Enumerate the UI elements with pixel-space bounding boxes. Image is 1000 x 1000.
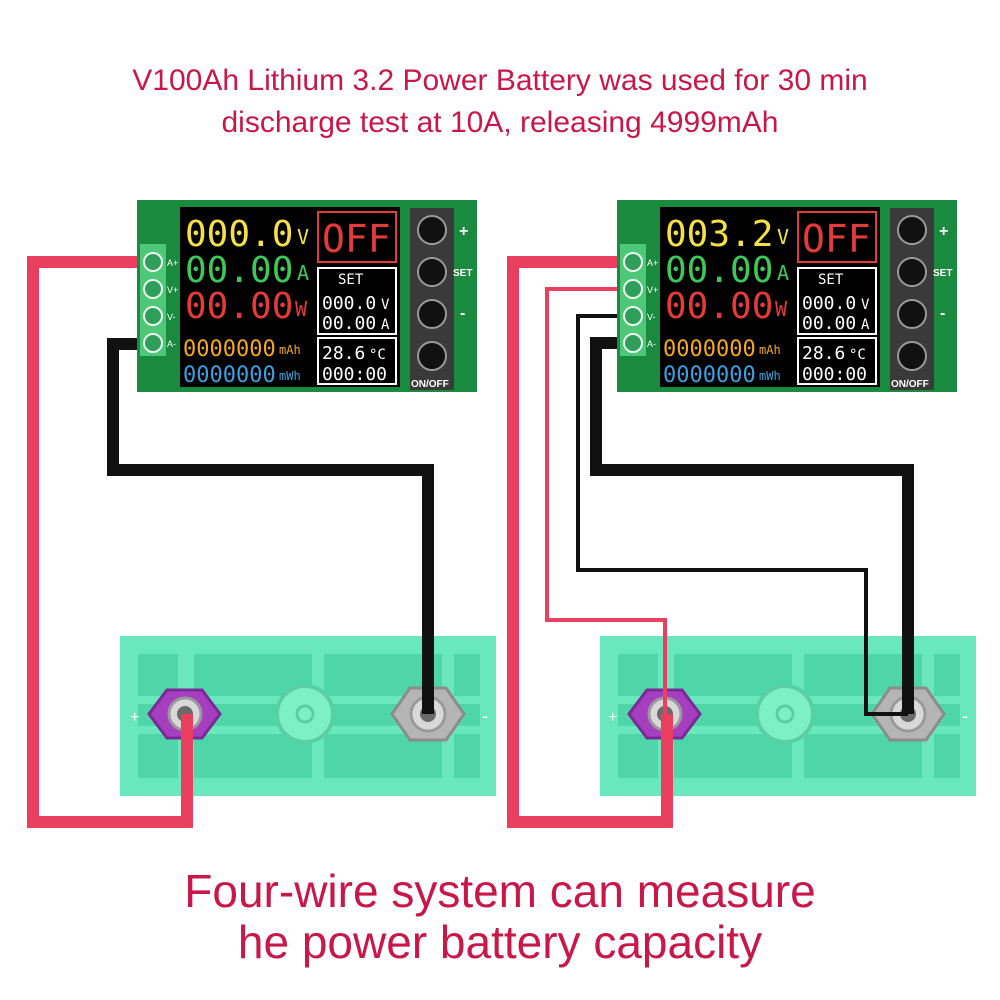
battery-negative-sign: - — [962, 706, 968, 726]
minus-button-label: - — [940, 305, 945, 322]
power-unit: W — [295, 297, 308, 321]
voltage-readout: 000.0 — [185, 214, 293, 255]
current-readout: 00.00 — [185, 250, 293, 291]
caption-line-2: he power battery capacity — [237, 916, 763, 968]
current-readout: 00.00 — [665, 250, 773, 291]
temperature-readout: 28.6 — [802, 343, 845, 364]
voltage-unit: V — [297, 225, 309, 249]
voltage-readout: 003.2 — [665, 214, 773, 255]
minus-button-label: - — [460, 305, 465, 322]
minus-button[interactable] — [897, 299, 927, 329]
timer-readout: 000:00 — [802, 364, 867, 385]
on-off-button-label: ON/OFF — [891, 379, 929, 390]
battery-negative-sign: - — [482, 706, 488, 726]
meter-display — [180, 207, 400, 387]
right-setup: + - A+ V+ V- A- 003.2 V — [507, 200, 976, 828]
temperature-unit: °C — [369, 347, 386, 363]
current-unit: A — [297, 261, 309, 285]
on-off-button-label: ON/OFF — [411, 379, 449, 390]
power-readout: 00.00 — [665, 286, 773, 327]
temperature-unit: °C — [849, 347, 866, 363]
capacity-unit: mAh — [279, 343, 301, 357]
wire-positive-left — [27, 256, 193, 828]
plus-button[interactable] — [417, 215, 447, 245]
capacity-readout: 0000000 — [183, 337, 276, 362]
set-voltage-unit: V — [861, 297, 870, 313]
set-button[interactable] — [417, 257, 447, 287]
plus-button-label: + — [939, 223, 948, 240]
temperature-readout: 28.6 — [322, 343, 365, 364]
terminal-label-v-minus: V- — [167, 312, 176, 322]
terminal-label-a-plus: A+ — [167, 258, 178, 268]
headline-line-1: V100Ah Lithium 3.2 Power Battery was use… — [132, 64, 868, 97]
wire-positive-current-right — [507, 256, 673, 828]
wire-negative-sense-right — [576, 314, 908, 716]
output-status: OFF — [322, 217, 391, 261]
caption-line-1: Four-wire system can measure — [184, 865, 816, 917]
set-voltage: 000.0 — [802, 293, 856, 314]
headline-line-2: discharge test at 10A, releasing 4999mAh — [221, 106, 779, 139]
meter-display — [660, 207, 880, 387]
energy-unit: mWh — [759, 369, 781, 383]
energy-unit: mWh — [279, 369, 301, 383]
wire-negative-left — [107, 338, 434, 714]
set-button[interactable] — [897, 257, 927, 287]
on-off-button[interactable] — [897, 341, 927, 371]
terminal-label-a-plus: A+ — [647, 258, 658, 268]
set-button-label: SET — [453, 268, 472, 279]
terminal-label-v-minus: V- — [647, 312, 656, 322]
output-status: OFF — [802, 217, 871, 261]
wire-negative-current-right — [590, 337, 914, 714]
capacity-readout: 0000000 — [663, 337, 756, 362]
voltage-unit: V — [777, 225, 789, 249]
timer-readout: 000:00 — [322, 364, 387, 385]
battery-positive-sign: + — [130, 709, 139, 726]
battery-left: + - — [120, 636, 496, 796]
minus-button[interactable] — [417, 299, 447, 329]
terminal-label-v-plus: V+ — [647, 285, 658, 295]
battery-right: + - — [600, 636, 976, 796]
set-current: 00.00 — [322, 313, 376, 334]
set-voltage: 000.0 — [322, 293, 376, 314]
battery-positive-sign: + — [608, 709, 617, 726]
set-button-label: SET — [933, 268, 952, 279]
plus-button-label: + — [459, 223, 468, 240]
energy-readout: 0000000 — [183, 363, 276, 388]
set-voltage-unit: V — [381, 297, 390, 313]
set-current-unit: A — [381, 317, 390, 333]
set-current: 00.00 — [802, 313, 856, 334]
plus-button[interactable] — [897, 215, 927, 245]
capacity-unit: mAh — [759, 343, 781, 357]
terminal-label-a-minus: A- — [167, 339, 176, 349]
power-readout: 00.00 — [185, 286, 293, 327]
meter-left: A+ V+ V- A- 000.0 V 00.00 A 00.00 W 0000… — [137, 200, 477, 392]
set-current-unit: A — [861, 317, 870, 333]
wire-positive-sense-right — [545, 287, 667, 714]
terminal-label-a-minus: A- — [647, 339, 656, 349]
left-setup: + - A+ V+ V- A- — [27, 200, 496, 828]
set-label: SET — [818, 272, 844, 288]
on-off-button[interactable] — [417, 341, 447, 371]
power-unit: W — [775, 297, 788, 321]
set-label: SET — [338, 272, 364, 288]
meter-right: A+ V+ V- A- 003.2 V 00.00 A 00.00 W 0000… — [617, 200, 957, 392]
current-unit: A — [777, 261, 789, 285]
terminal-label-v-plus: V+ — [167, 285, 178, 295]
energy-readout: 0000000 — [663, 363, 756, 388]
